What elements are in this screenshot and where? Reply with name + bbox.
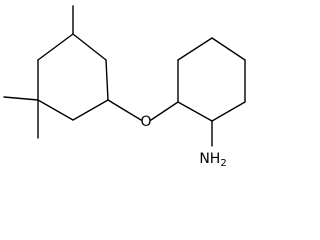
bond-c2-c3 <box>105 59 109 101</box>
methyl-gem-a <box>3 96 39 101</box>
bond-r5-r6 <box>211 101 246 122</box>
right-ring <box>177 37 246 122</box>
bond-r6-r1 <box>177 101 213 122</box>
bond-c3-c4 <box>72 99 109 121</box>
oxygen-atom-label: O <box>140 114 151 130</box>
bond-r2-r3 <box>177 37 213 61</box>
amine-subscript: 2 <box>220 158 226 169</box>
structure-diagram: O NH2 <box>3 5 246 169</box>
ether-linkage: O <box>107 99 179 130</box>
methyl-groups <box>3 5 74 139</box>
bond-c6-c1 <box>37 33 74 61</box>
bond-c1-c2 <box>72 33 107 61</box>
bond-c4-c5 <box>37 99 74 121</box>
bond-o-c-right <box>150 101 179 121</box>
amine-atom-label: NH2 <box>199 151 226 169</box>
bond-r3-r4 <box>211 37 246 61</box>
left-ring <box>37 33 109 121</box>
amine-group: NH2 <box>199 120 227 169</box>
molecule-drawing: O NH2 <box>3 5 246 169</box>
amine-nh-text: NH <box>199 151 220 167</box>
bond-c-o-left <box>107 99 142 121</box>
